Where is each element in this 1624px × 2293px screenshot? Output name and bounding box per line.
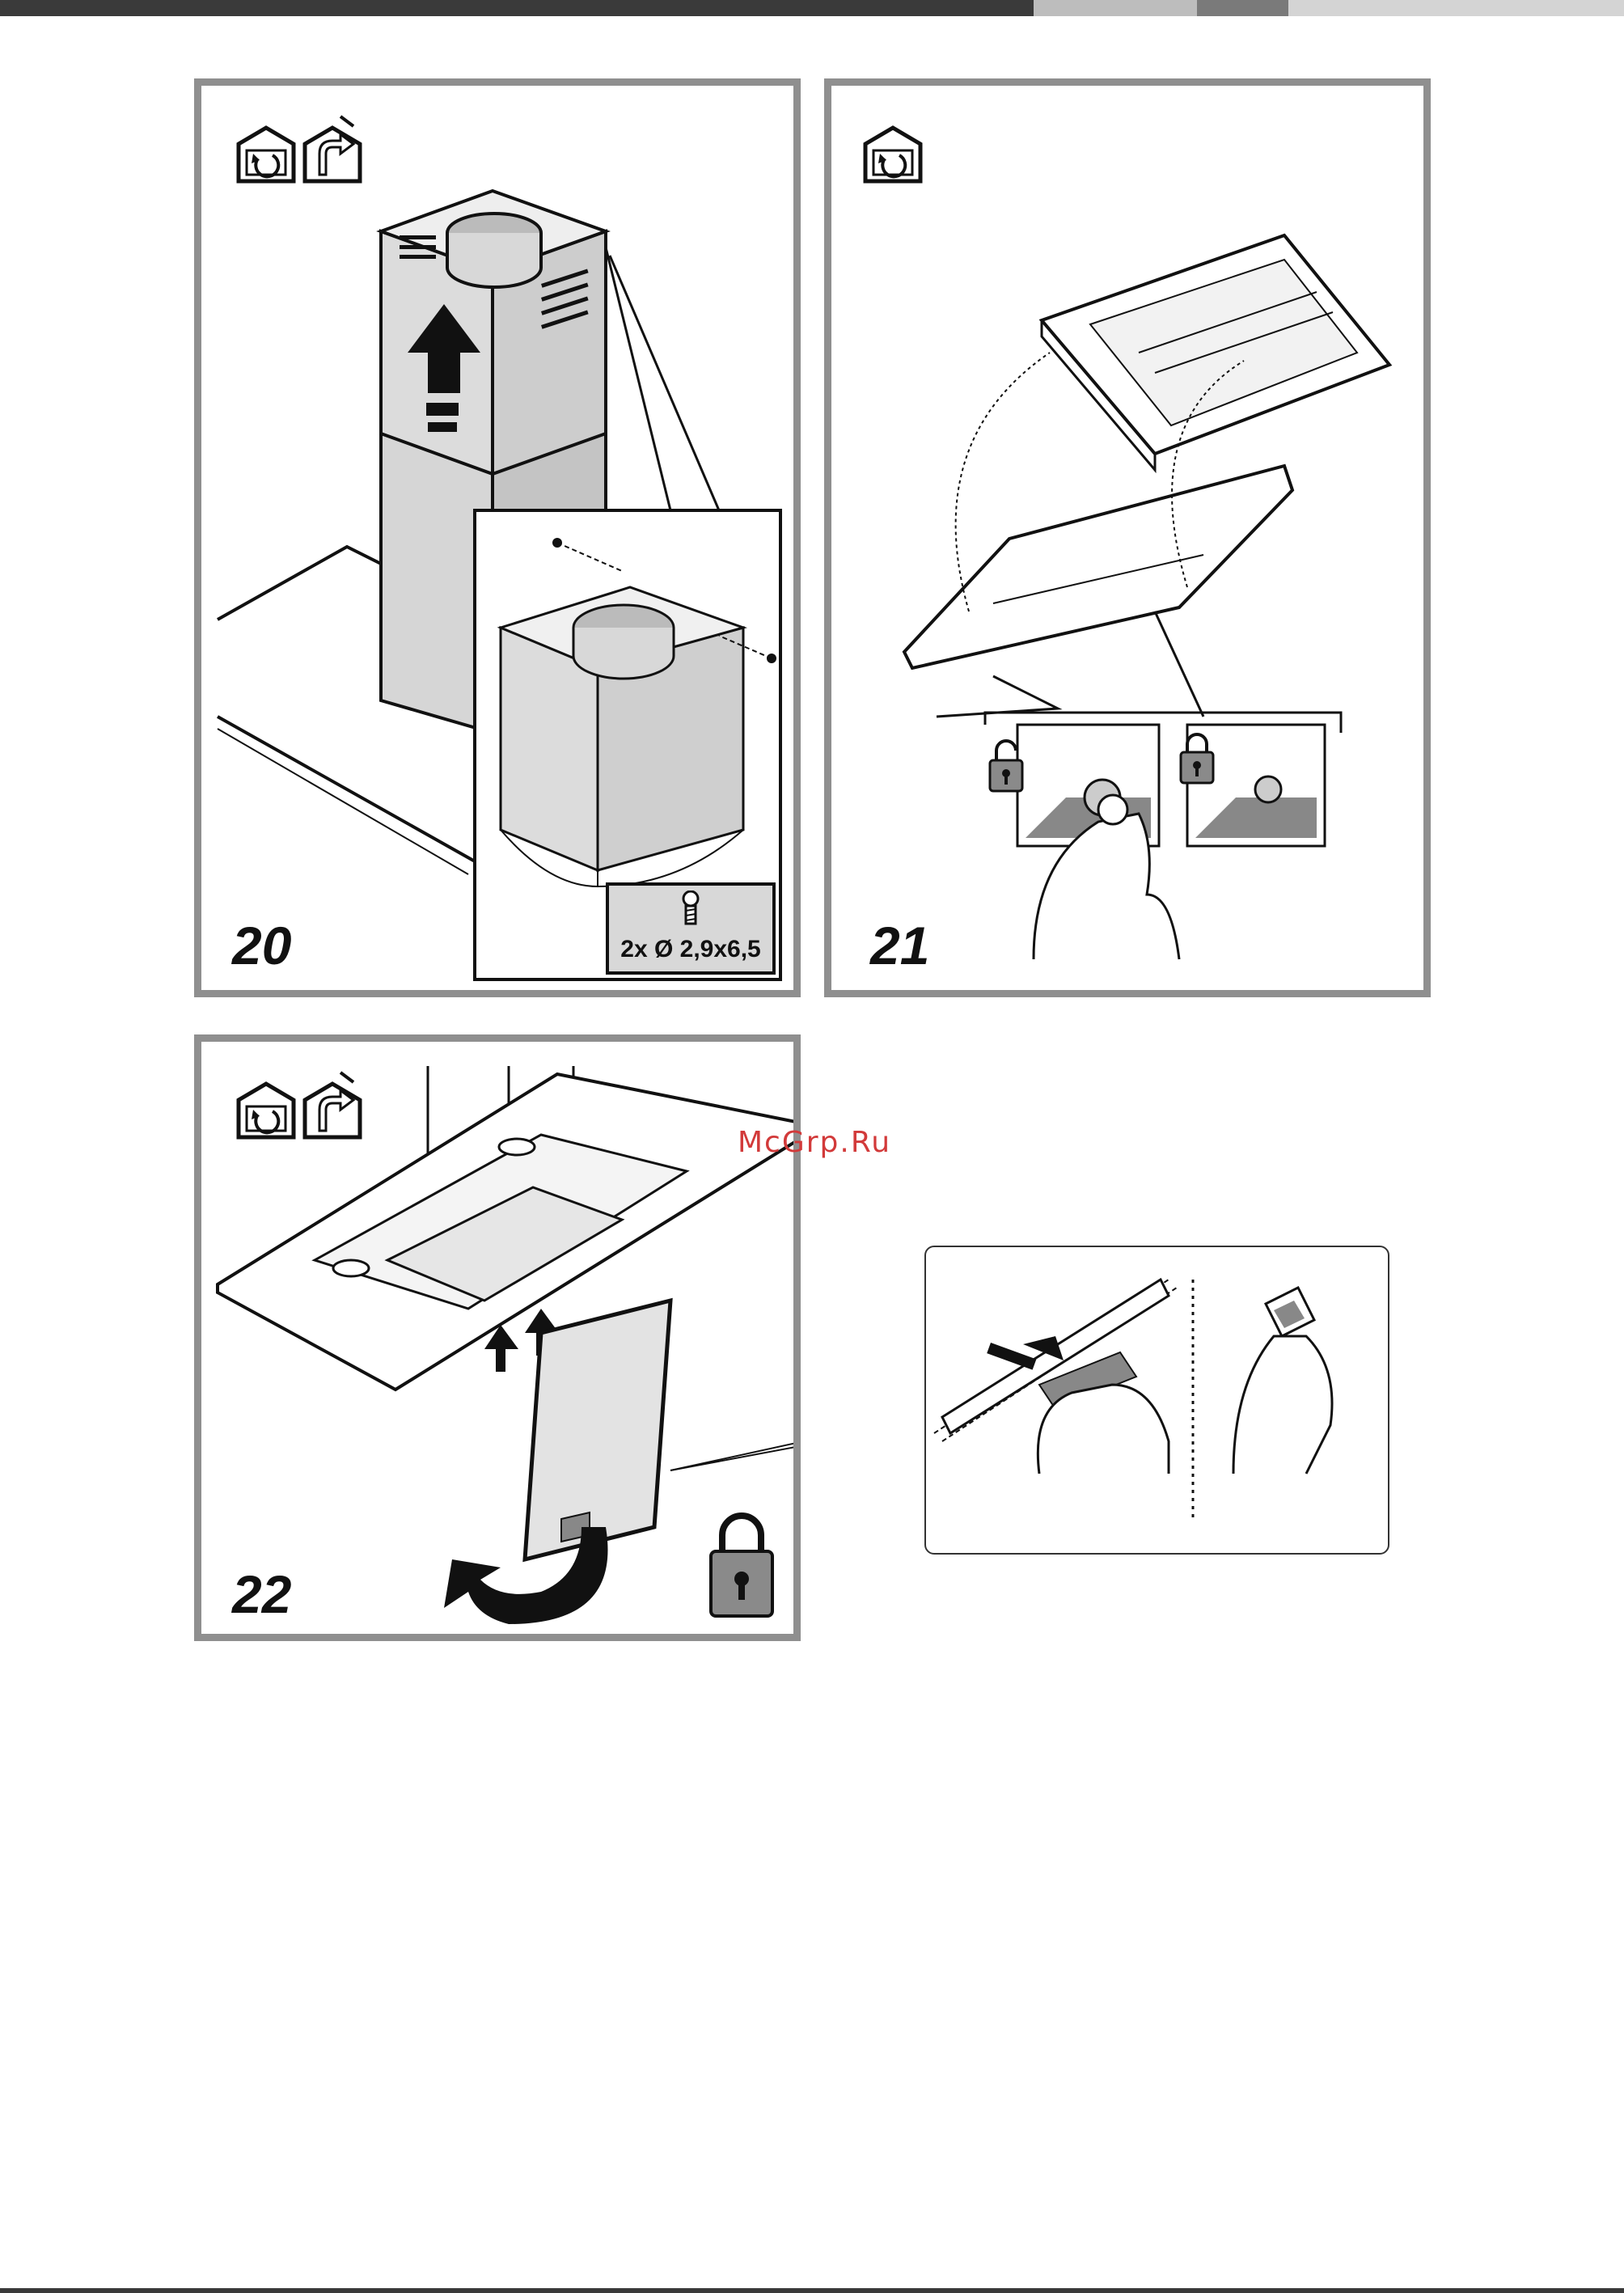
header-color-bar xyxy=(0,0,1624,16)
header-bar-segment xyxy=(1197,0,1288,16)
step-22-panel: 22 xyxy=(194,1034,801,1641)
screw-spec-box: 2x Ø 2,9x6,5 xyxy=(606,882,776,975)
step-number: 22 xyxy=(232,1567,291,1621)
footer-line xyxy=(0,2288,1624,2293)
header-bar-segment xyxy=(1288,0,1624,16)
extraction-mode-icon xyxy=(305,1072,360,1137)
watermark-text: McGrp.Ru xyxy=(738,1126,891,1159)
recirculation-mode-icon xyxy=(239,1084,294,1137)
screw-spec-label: 2x Ø 2,9x6,5 xyxy=(609,936,772,963)
locked-padlock-icon xyxy=(711,1516,772,1616)
step-number: 20 xyxy=(232,919,291,972)
step-22-illustration xyxy=(201,1042,793,1634)
recirculation-mode-icon xyxy=(865,128,920,181)
step-21-panel: 21 xyxy=(824,78,1431,997)
extraction-mode-icon xyxy=(305,116,360,181)
step-21-illustration xyxy=(831,86,1423,990)
header-bar-segment xyxy=(0,0,1034,16)
step-20-panel: 2x Ø 2,9x6,5 20 xyxy=(194,78,801,997)
filter-latch-detail-illustration xyxy=(926,1247,1388,1553)
step-20-illustration xyxy=(201,86,793,990)
screw-icon xyxy=(679,891,703,926)
header-bar-segment xyxy=(1034,0,1197,16)
filter-latch-detail-box xyxy=(924,1246,1389,1555)
recirculation-mode-icon xyxy=(239,128,294,181)
step-number: 21 xyxy=(870,919,929,972)
